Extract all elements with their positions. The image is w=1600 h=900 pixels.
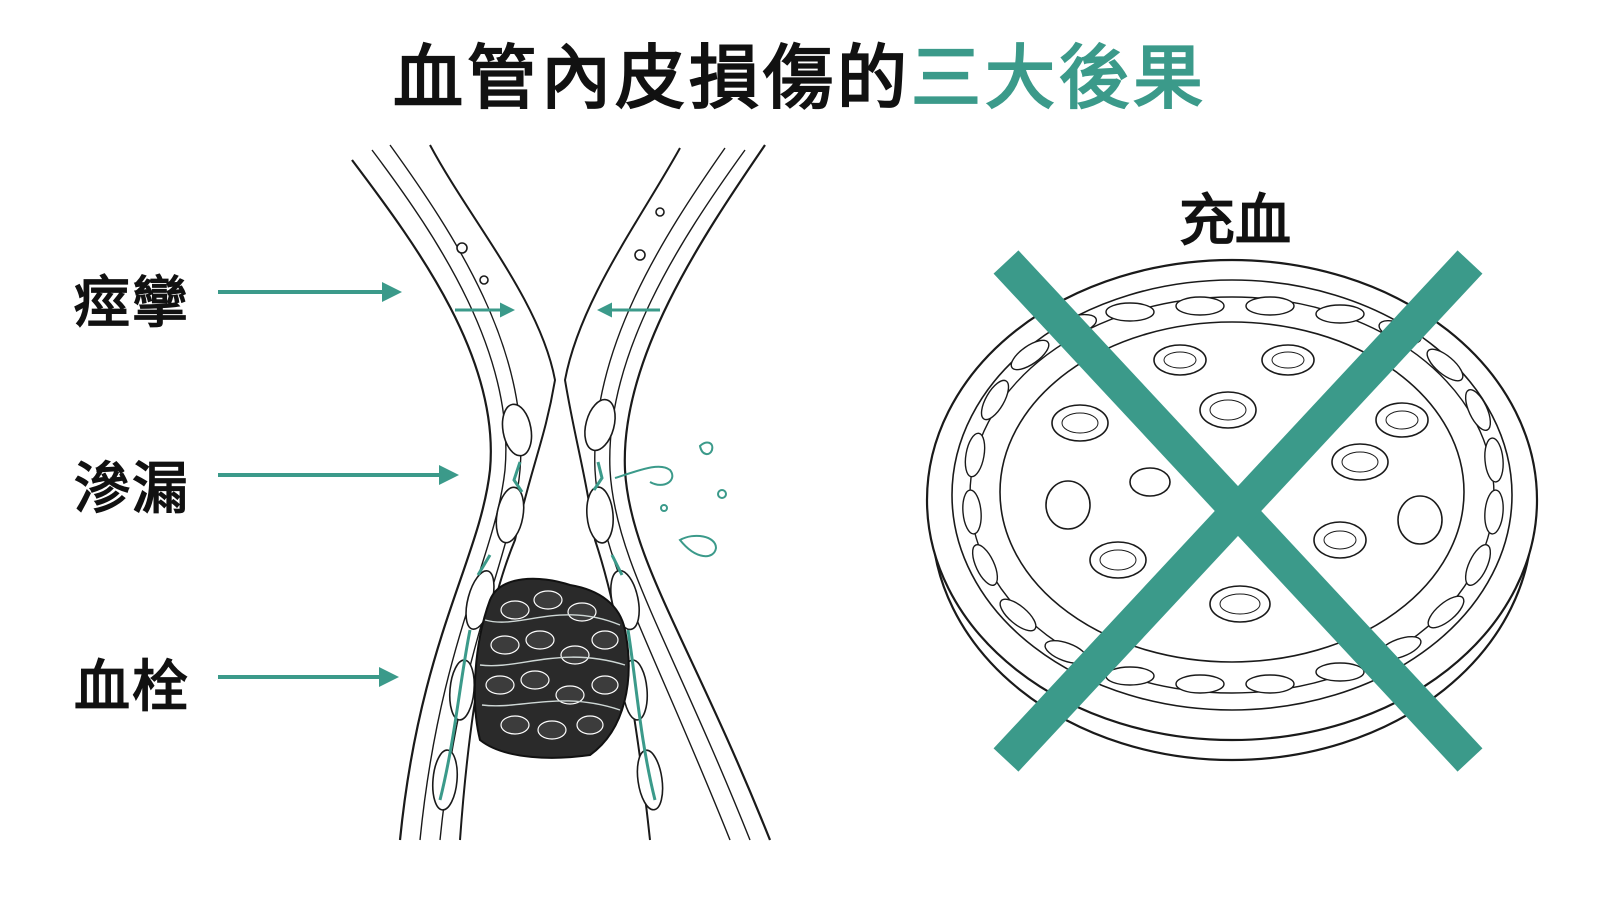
title-main: 血管內皮損傷的 <box>393 37 911 119</box>
droplet <box>678 534 718 558</box>
title-highlight: 三大後果 <box>911 37 1207 119</box>
droplet <box>717 489 727 499</box>
cross-section-diagram <box>925 250 1539 772</box>
red-blood-cells <box>1045 344 1443 623</box>
droplet <box>698 441 714 456</box>
page-title: 血管內皮損傷的三大後果 <box>0 22 1600 123</box>
vessel-wall-left-outer <box>351 159 492 841</box>
label-thrombus: 血栓 <box>74 655 190 720</box>
cross-out-x <box>993 250 1483 772</box>
endothelial-cells <box>431 207 665 811</box>
vessel-wall-right-inner <box>594 147 731 841</box>
label-spasm: 痙攣 <box>74 271 190 336</box>
droplet <box>660 504 668 512</box>
cell-ring <box>962 296 1504 694</box>
leak-droplets <box>614 441 727 558</box>
vessel-wall-right-mid <box>609 149 751 841</box>
label-leakage: 滲漏 <box>74 457 190 522</box>
vessel-wall-right-outer <box>623 144 772 841</box>
label-congestion: 充血 <box>1179 189 1291 254</box>
thrombus-clot <box>473 577 630 759</box>
droplet <box>614 465 674 486</box>
vessel-wall-left-mid <box>371 149 507 841</box>
endothelial-gaps <box>438 461 657 801</box>
